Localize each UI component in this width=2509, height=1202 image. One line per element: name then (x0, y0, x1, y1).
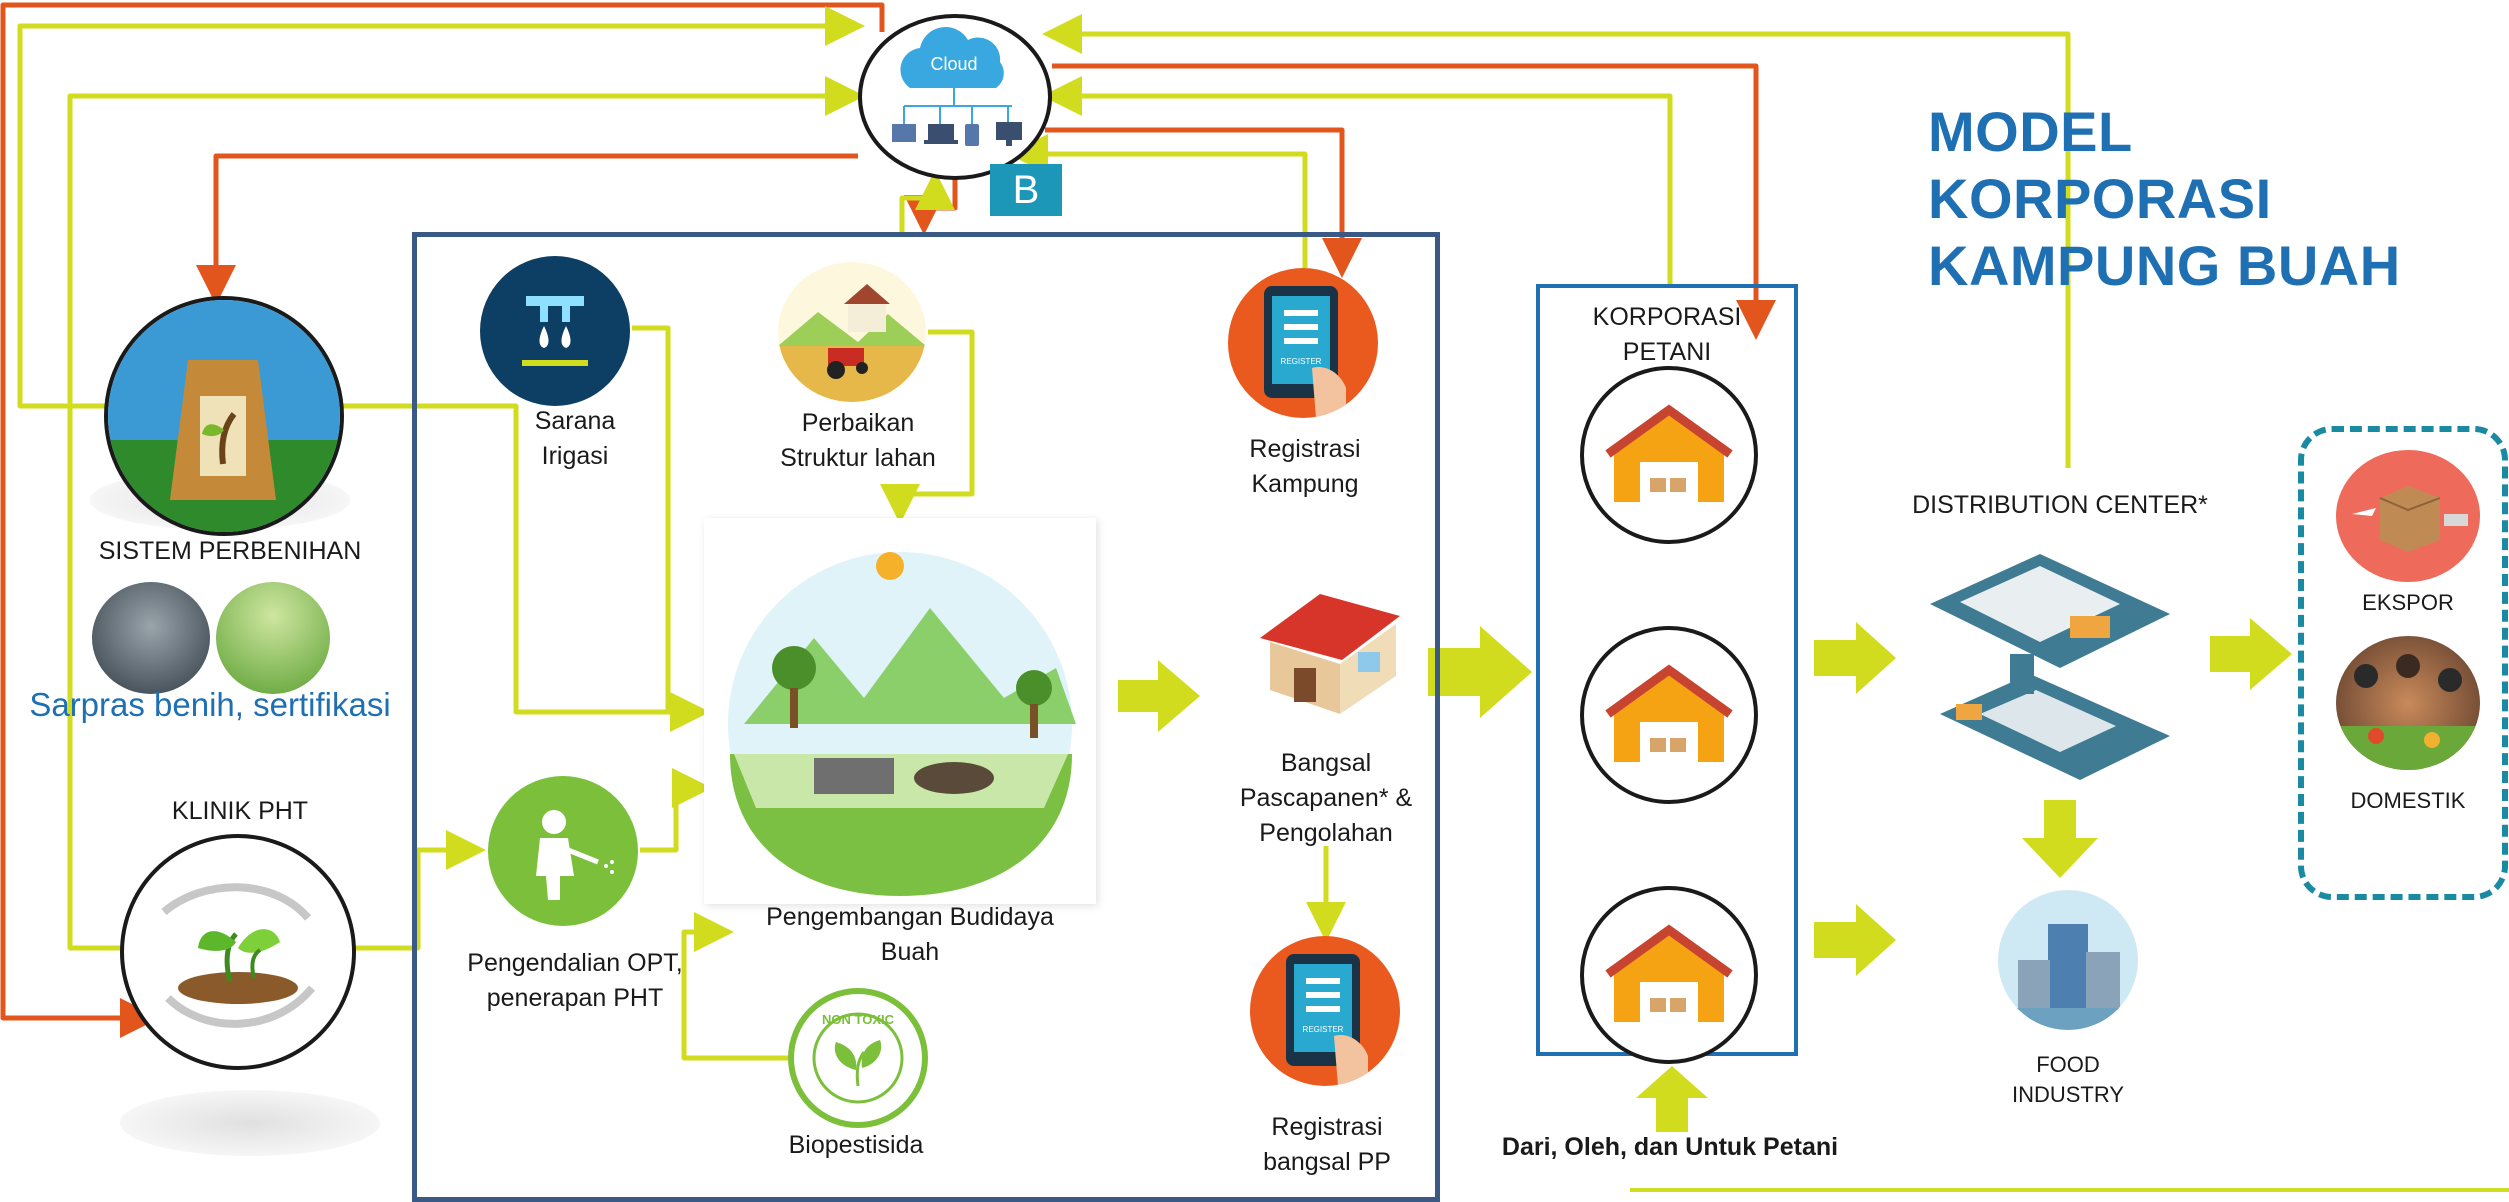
budidaya-panel[interactable] (704, 518, 1096, 904)
lime-line-dc-cloud (1042, 14, 2071, 468)
house-icon (1260, 594, 1400, 714)
label-registrasi-kampung: Registrasi Kampung (1249, 435, 1361, 498)
page-title: MODEL KORPORASI KAMPUNG BUAH (1928, 100, 2401, 297)
sprinkler-icon (522, 296, 588, 366)
domestic-node[interactable] (2336, 636, 2480, 770)
irrigation-node[interactable] (480, 256, 630, 406)
lime-line-perbenihan-budidaya (336, 403, 710, 732)
label-sarana-irigasi: Sarana Irigasi (534, 407, 616, 470)
label-food-industry: FOOD INDUSTRY (2011, 1052, 2125, 1107)
label-biopestisida: Biopestisida (788, 1131, 924, 1159)
lime-line-bio-budidaya (681, 912, 788, 1061)
food-industry-node[interactable] (1998, 890, 2138, 1030)
seed-photo-irrigation (92, 582, 210, 694)
block-arrow-dari-up (1636, 1066, 1708, 1132)
label-klinik-pht: KLINIK PHT (171, 797, 309, 825)
orange-line-inner (904, 178, 958, 235)
block-arrow-budidaya-bangsal (1118, 660, 1200, 732)
lime-line-opt-budidaya (640, 768, 712, 853)
export-node[interactable] (2336, 450, 2480, 582)
block-arrow-dc-food (2022, 800, 2098, 878)
lime-line-irigasi-budidaya (632, 325, 671, 712)
warehouse-node-3[interactable] (1580, 886, 1758, 1064)
label-sarpras: Sarpras benih, sertifikasi (29, 686, 391, 723)
lime-line-kampung-cloud (1008, 134, 1308, 268)
warehouse-icon (1605, 404, 1733, 502)
block-arrow-bangsal-korporasi (1428, 626, 1532, 718)
biopesticide-node[interactable]: NON TOXIC (788, 988, 928, 1128)
sprayer-person-icon (536, 810, 614, 900)
block-arrow-dc-market (2210, 618, 2292, 690)
logistics-hub-icon (1930, 554, 2170, 780)
cloud-hub[interactable]: Cloud (858, 14, 1052, 180)
seed-bag-icon (108, 300, 340, 532)
pest-control-node[interactable] (488, 776, 638, 926)
svg-text:REGISTER: REGISTER (1303, 1025, 1344, 1034)
label-registrasi-bangsal: Registrasi bangsal PP (1263, 1113, 1391, 1176)
svg-text:Cloud: Cloud (930, 54, 977, 74)
farm-globe-icon (728, 552, 1076, 896)
seed-system-node[interactable] (104, 296, 344, 536)
orange-line-perbenihan (196, 153, 858, 305)
label-ekspor: EKSPOR (2362, 590, 2454, 615)
distribution-center-illustration[interactable] (1920, 544, 2182, 794)
market-frame (2298, 426, 2508, 900)
label-korporasi-petani: KORPORASI PETANI (1592, 303, 1742, 366)
svg-text:NON TOXIC: NON TOXIC (822, 1012, 895, 1027)
packing-house-node[interactable] (1250, 572, 1410, 720)
label-perbaikan: Perbaikan Struktur lahan (780, 409, 936, 472)
warehouse-node-1[interactable] (1580, 366, 1758, 544)
orange-line-outer (0, 2, 885, 1038)
land-structure-node[interactable] (778, 262, 926, 402)
cargo-box-icon (2352, 486, 2468, 552)
market-crowd-icon (2336, 654, 2480, 770)
cloud-network-icon: Cloud (892, 27, 1022, 146)
packing-registration-node[interactable]: REGISTER (1250, 936, 1400, 1086)
lime-line-perbenihan-cloud (17, 6, 865, 409)
klinik-pht-node[interactable] (120, 834, 356, 1070)
label-domestik: DOMESTIK (2350, 788, 2466, 813)
warehouse-node-2[interactable] (1580, 626, 1758, 804)
block-arrow-korporasi-dc-top (1814, 622, 1896, 694)
label-pengembangan: Pengembangan Budidaya Buah (766, 903, 1054, 966)
tablet-register-icon: REGISTER (1264, 286, 1346, 418)
label-dari-oleh-untuk: Dari, Oleh, dan Untuk Petani (1501, 1133, 1839, 1161)
village-registration-node[interactable]: REGISTER (1228, 268, 1378, 418)
seed-photo-sprinkler (216, 582, 330, 694)
warehouse-icon (1605, 664, 1733, 762)
lime-line-inner-cloud (899, 170, 955, 232)
plant-hands-icon (161, 883, 316, 1028)
label-sistem-perbenihan: SISTEM PERBENIHAN (98, 537, 362, 565)
tablet-register-icon-2: REGISTER (1286, 954, 1368, 1086)
label-pengendalian: Pengendalian OPT, penerapan PHT (467, 949, 683, 1012)
tractor-icon (778, 284, 926, 402)
badge-b: B (990, 164, 1062, 216)
svg-text:REGISTER: REGISTER (1281, 357, 1322, 366)
label-bangsal: Bangsal Pascapanen* & Pengolahan (1239, 749, 1413, 847)
label-distribution-center: DISTRIBUTION CENTER* (1912, 491, 2208, 519)
lime-line-klinik-cloud (67, 76, 865, 951)
non-toxic-leaf-icon: NON TOXIC (812, 1012, 904, 1104)
warehouse-icon (1605, 924, 1733, 1022)
lime-line-perbaikan-budidaya (880, 329, 975, 524)
lime-line-korporasi-cloud (1042, 76, 1673, 284)
orange-line-korporasi (1052, 63, 1776, 340)
orange-line-kampung (1045, 127, 1362, 278)
lime-line-klinik-opt (348, 830, 486, 951)
block-arrow-korporasi-dc-bottom (1814, 904, 1896, 976)
factory-icon (1998, 924, 2138, 1030)
